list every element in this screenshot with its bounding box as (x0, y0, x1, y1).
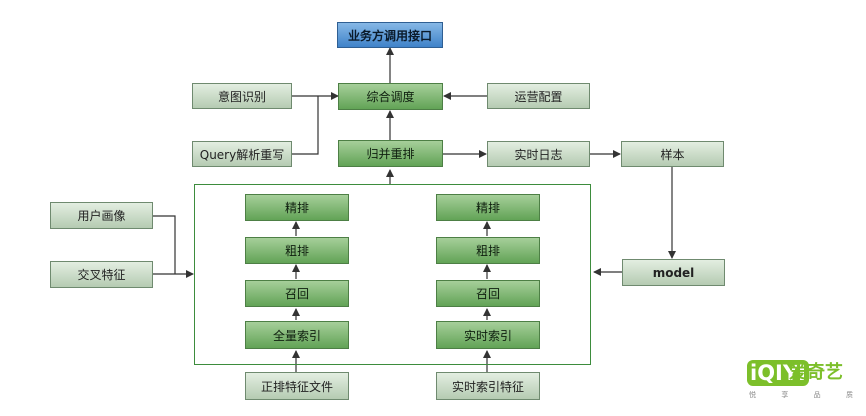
ranking-pipeline-frame (194, 184, 591, 365)
realtime-log-node: 实时日志 (487, 141, 590, 167)
user-profile-node: 用户画像 (50, 202, 153, 229)
model-node: model (622, 259, 725, 286)
right-coarse-rank-node: 粗排 (436, 237, 540, 264)
left-coarse-rank-node: 粗排 (245, 237, 349, 264)
logo-slogan: 悦 享 品 质 (749, 390, 853, 400)
left-source-node: 正排特征文件 (245, 372, 349, 400)
merge-rerank-node: 归并重排 (338, 140, 443, 167)
slogan-char: 品 (813, 391, 821, 399)
cross-feature-node: 交叉特征 (50, 261, 153, 288)
left-index-node: 全量索引 (245, 321, 349, 349)
iqiyi-logo: iQIYI 爱奇艺 悦 享 品 质 (747, 358, 857, 404)
left-fine-rank-node: 精排 (245, 194, 349, 221)
right-source-node: 实时索引特征 (436, 372, 540, 400)
logo-wordmark: 爱奇艺 (789, 362, 843, 383)
slogan-char: 悦 (749, 391, 756, 399)
sample-node: 样本 (621, 141, 724, 167)
logo-mark: iQIYI (747, 360, 809, 386)
right-recall-node: 召回 (436, 280, 540, 307)
right-fine-rank-node: 精排 (436, 194, 540, 221)
ops-config-node: 运营配置 (487, 83, 590, 109)
query-rewrite-node: Query解析重写 (192, 141, 292, 167)
business-api-node: 业务方调用接口 (337, 22, 443, 48)
right-index-node: 实时索引 (436, 321, 540, 349)
slogan-char: 质 (845, 391, 853, 399)
slogan-char: 享 (781, 391, 789, 399)
intent-node: 意图识别 (192, 83, 292, 109)
scheduler-node: 综合调度 (338, 83, 443, 110)
left-recall-node: 召回 (245, 280, 349, 307)
